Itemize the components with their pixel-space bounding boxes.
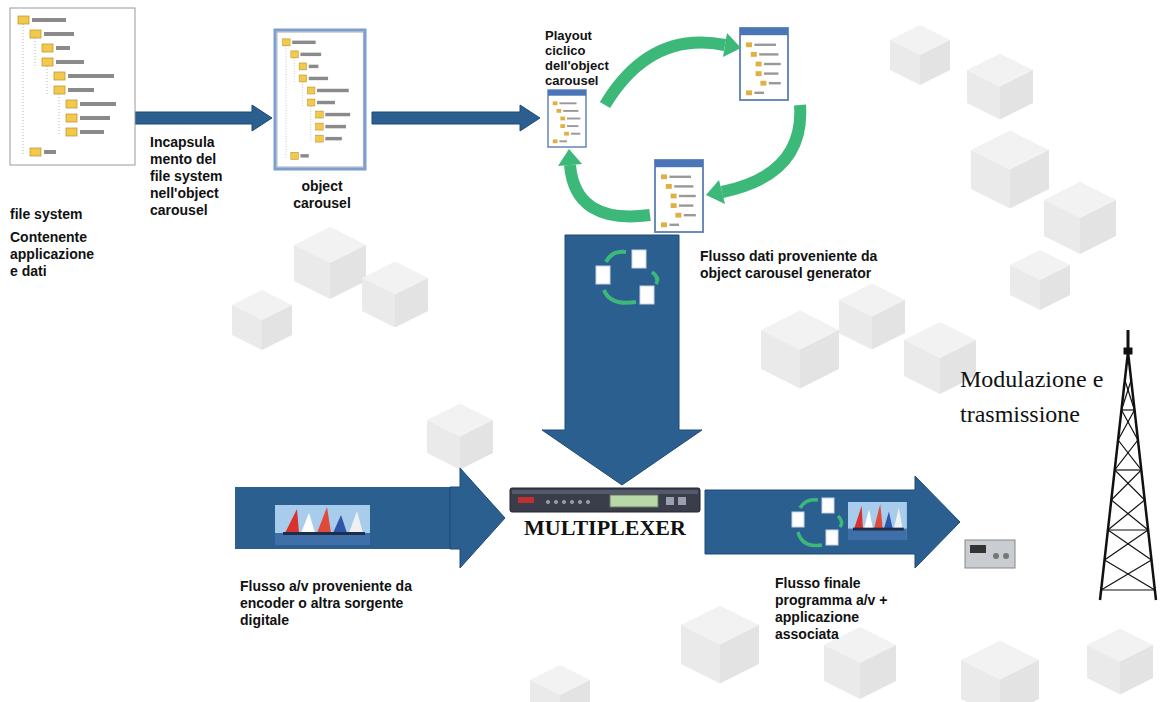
output-cycle-icon xyxy=(800,500,818,508)
output-cycle-icon xyxy=(792,498,842,545)
multiplexer-device xyxy=(678,497,686,505)
background-blocks xyxy=(967,54,1033,120)
antenna-tower xyxy=(1101,589,1155,590)
multiplexer-device xyxy=(578,500,582,504)
playout-cycle xyxy=(655,160,703,232)
background-blocks xyxy=(971,131,1049,209)
playout-cycle xyxy=(722,105,800,192)
multiplexer-device xyxy=(510,488,700,512)
output-cycle-icon xyxy=(826,530,838,545)
process-node: file systemContenente applicazione e dat… xyxy=(10,8,135,280)
background-blocks xyxy=(1010,250,1070,310)
output-thumbnail xyxy=(848,502,907,540)
multiplexer-device xyxy=(546,500,550,504)
playout-cycle xyxy=(706,180,725,204)
multiplexer-device xyxy=(586,500,590,504)
process-node: Playout ciclico dell'object carousel xyxy=(540,10,880,235)
background-blocks xyxy=(530,665,590,702)
av-arrow-tail xyxy=(235,487,453,549)
background-blocks xyxy=(1087,629,1153,695)
small-cycle-icon xyxy=(652,272,657,284)
edge-label: Flusso finale programma a/v + applicazio… xyxy=(775,575,900,643)
modulator-device xyxy=(970,545,986,553)
modulator-device xyxy=(993,553,999,559)
antenna-tower xyxy=(1108,529,1148,530)
flow-arrow xyxy=(450,468,505,568)
file-system-icon xyxy=(10,8,135,165)
node-label: MULTIPLEXER xyxy=(505,515,705,541)
multiplexer-device xyxy=(512,490,698,494)
small-cycle-icon xyxy=(596,250,657,304)
output-cycle-icon xyxy=(792,512,804,527)
background-blocks xyxy=(362,262,428,328)
multiplexer-device xyxy=(570,500,574,504)
edge-label: Incapsula mento del file system nell'obj… xyxy=(150,134,235,219)
multiplexer-device xyxy=(518,497,534,503)
antenna-tower xyxy=(1115,469,1142,470)
background-blocks xyxy=(232,25,1153,702)
playout-cycle xyxy=(723,33,741,57)
antenna-tower xyxy=(1100,352,1128,600)
output-cycle-icon xyxy=(838,516,842,527)
background-blocks xyxy=(961,641,1039,702)
antenna-tower xyxy=(1122,409,1135,410)
process-node: object carousel xyxy=(272,28,372,212)
flow-arrow xyxy=(135,105,272,131)
small-cycle-icon xyxy=(596,266,610,284)
background-blocks xyxy=(681,606,759,684)
output-cycle-icon xyxy=(798,532,822,545)
flow-arrow xyxy=(542,235,702,485)
node-label: Contenente applicazione e dati xyxy=(10,229,102,280)
small-cycle-icon xyxy=(640,286,654,304)
modulator-device xyxy=(1003,553,1009,559)
playout-cycle xyxy=(740,28,788,100)
av-thumbnail xyxy=(275,505,370,545)
multiplexer-device xyxy=(610,495,658,507)
flow-arrow xyxy=(705,476,960,568)
process-node: Modulazione e trasmissione xyxy=(960,360,1165,605)
object-carousel-icon xyxy=(275,30,365,169)
antenna-tower xyxy=(1100,330,1156,600)
playout-cycle xyxy=(548,90,586,147)
background-blocks xyxy=(232,290,292,350)
edge-label: Flusso dati proveniente da object carous… xyxy=(700,248,900,282)
node-label: Modulazione e trasmissione xyxy=(960,362,1110,432)
small-cycle-icon xyxy=(604,290,636,303)
background-blocks xyxy=(890,25,950,85)
modulator-device xyxy=(965,540,1015,568)
background-blocks xyxy=(1044,182,1116,254)
playout-cycle xyxy=(605,43,725,106)
node-label: object carousel xyxy=(282,178,362,212)
playout-cycle xyxy=(558,149,582,166)
flow-arrow xyxy=(372,105,540,131)
node-label: file system xyxy=(10,206,135,223)
process-node: MULTIPLEXER xyxy=(505,485,705,541)
modulator-device xyxy=(965,540,1015,568)
antenna-tower xyxy=(1128,352,1156,600)
object-carousel-icon xyxy=(275,30,365,169)
object-carousel-icon xyxy=(277,32,363,167)
process-node: Flusso a/v proveniente da encoder o altr… xyxy=(240,478,450,629)
background-blocks xyxy=(839,284,905,350)
node-label: Flusso a/v proveniente da encoder o altr… xyxy=(240,578,425,629)
output-cycle-icon xyxy=(822,498,834,513)
small-cycle-icon xyxy=(606,252,626,262)
background-blocks xyxy=(294,227,366,299)
multiplexer-device xyxy=(666,497,674,505)
multiplexer-device xyxy=(562,500,566,504)
playout-cycle xyxy=(570,165,650,216)
antenna-tower xyxy=(1101,380,1151,590)
multiplexer-device xyxy=(554,500,558,504)
node-label: Playout ciclico dell'object carousel xyxy=(545,28,625,88)
multiplexer-device xyxy=(510,488,700,512)
background-blocks xyxy=(427,404,493,470)
small-cycle-icon xyxy=(632,250,646,268)
background-blocks xyxy=(761,311,839,389)
